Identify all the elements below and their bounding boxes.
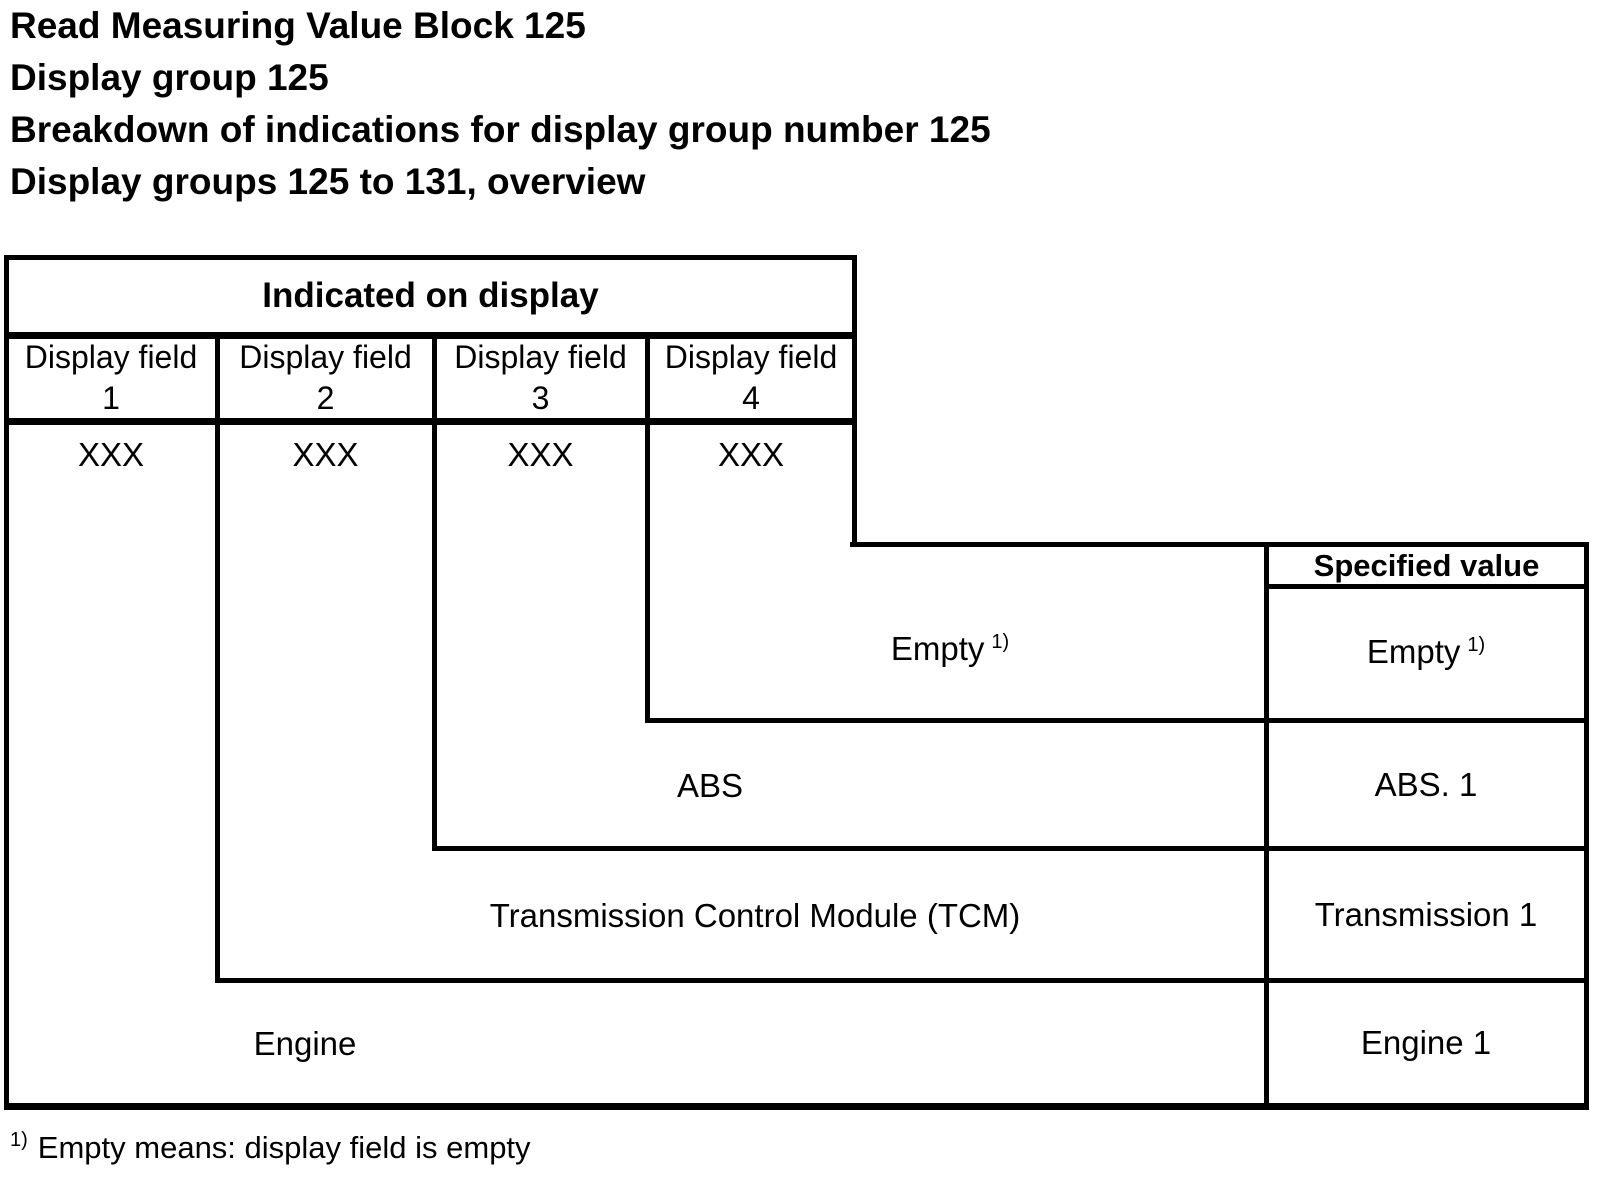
column-3-4-divider (645, 332, 650, 723)
display-field-2-number: 2 (316, 380, 335, 416)
row-abs-specified: ABS. 1 (1374, 766, 1478, 803)
specified-header-bottom-border (1264, 584, 1589, 589)
display-field-4-label: Display field (664, 339, 838, 375)
row-transmission-specified: Transmission 1 (1314, 896, 1538, 933)
specified-column-left-border (1264, 542, 1269, 1110)
row-transmission-bottom-border (215, 978, 1589, 983)
row-transmission-indication: Transmission Control Module (TCM) (489, 897, 1021, 934)
footnote-marker: 1) (10, 1129, 28, 1151)
title-line-3: Breakdown of indications for display gro… (10, 109, 991, 150)
indicated-on-display-header: Indicated on display (262, 275, 599, 315)
display-field-3-label: Display field (454, 339, 627, 375)
specified-value-header: Specified value (1313, 547, 1540, 583)
specified-column-right-border (1584, 542, 1589, 1110)
display-field-3-number: 3 (531, 380, 550, 416)
display-field-3-value: XXX (507, 436, 574, 473)
footnote-text: Empty means: display field is empty (37, 1130, 531, 1165)
display-field-4-number: 4 (742, 380, 760, 416)
footnote-ref: 1) (1467, 634, 1486, 656)
specified-column-top-border (850, 542, 1589, 547)
table-header-bottom-border (4, 332, 857, 339)
display-field-1-label: Display field (24, 339, 198, 375)
display-field-2-header: Display field 2 (218, 337, 433, 419)
display-field-2-label: Display field (239, 339, 412, 375)
diagram-bottom-border (4, 1103, 1589, 1110)
title-line-2: Display group 125 (10, 57, 329, 98)
diagram-left-border (4, 255, 9, 1110)
field-row-bottom-border (4, 418, 857, 425)
display-field-4-header: Display field 4 (648, 337, 854, 419)
row-engine-indication: Engine (253, 1025, 357, 1062)
row-abs-indication: ABS (676, 767, 744, 804)
column-2-3-divider (432, 332, 437, 851)
display-field-3-header: Display field 3 (435, 337, 646, 419)
row-engine-specified: Engine 1 (1360, 1024, 1492, 1061)
footnote: 1) Empty means: display field is empty (10, 1129, 531, 1166)
table-right-border (852, 255, 857, 547)
column-1-2-divider (215, 332, 220, 983)
display-field-4-value: XXX (717, 436, 785, 473)
display-field-1-value: XXX (77, 436, 145, 473)
display-field-2-value: XXX (292, 436, 359, 473)
display-field-1-header: Display field 1 (6, 337, 216, 419)
footnote-ref: 1) (991, 631, 1010, 653)
title-block: Read Measuring Value Block 125 Display g… (10, 0, 991, 208)
display-field-1-number: 1 (102, 380, 120, 416)
row-abs-bottom-border (432, 846, 1589, 851)
table-top-border (4, 255, 857, 260)
title-line-1: Read Measuring Value Block 125 (10, 5, 586, 46)
row-empty-bottom-border (645, 718, 1589, 723)
title-line-4: Display groups 125 to 131, overview (10, 161, 646, 202)
